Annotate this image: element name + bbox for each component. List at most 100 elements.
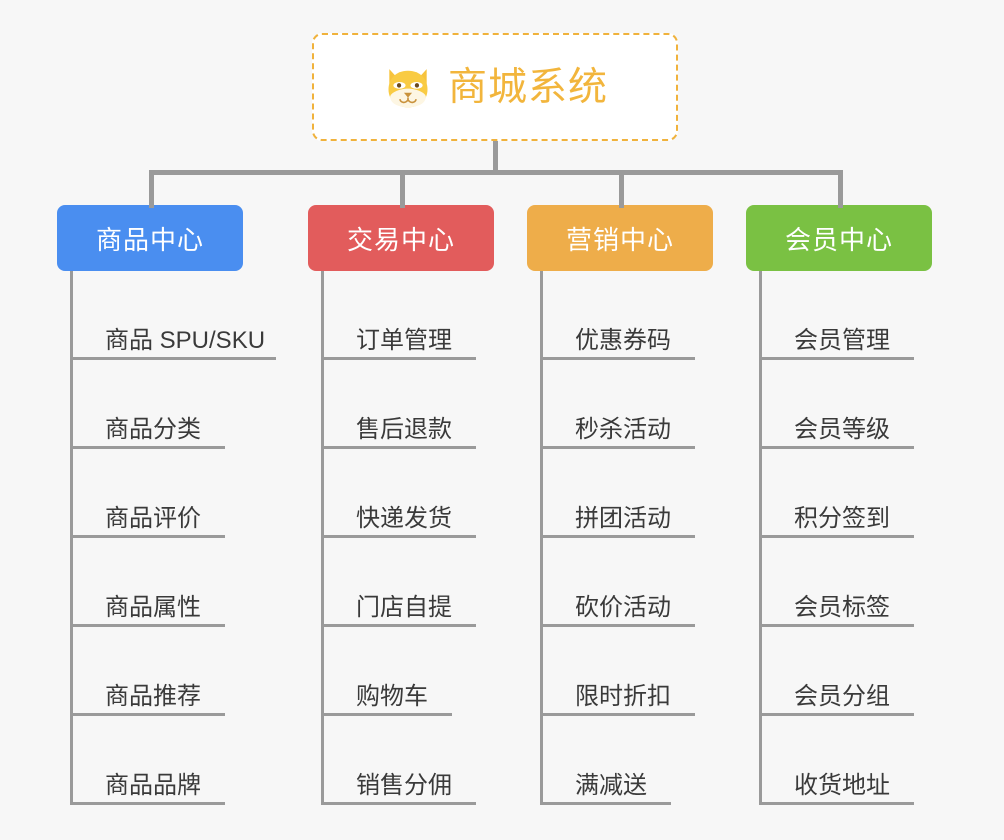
branch-column-2: 交易中心订单管理售后退款快递发货门店自提购物车销售分佣 xyxy=(308,205,494,805)
leaf-item-label: 商品 SPU/SKU xyxy=(105,327,266,355)
branch-drop-connector xyxy=(400,170,405,208)
leaf-item-label: 会员标签 xyxy=(794,594,890,622)
leaf-item-underline xyxy=(321,624,476,627)
leaf-item-label: 拼团活动 xyxy=(575,505,671,533)
leaf-item-underline xyxy=(540,624,695,627)
branch-drop-connector xyxy=(838,170,843,208)
leaf-item-label: 订单管理 xyxy=(356,327,452,355)
leaf-item-underline xyxy=(759,624,914,627)
leaf-item-underline xyxy=(759,535,914,538)
leaf-item-label: 积分签到 xyxy=(794,505,890,533)
leaf-item[interactable]: 会员分组 xyxy=(759,627,932,716)
leaf-spine-connector xyxy=(321,271,324,805)
leaf-item-underline xyxy=(321,535,476,538)
leaf-item-label: 销售分佣 xyxy=(356,772,452,800)
leaf-item-underline xyxy=(70,357,276,360)
leaf-item[interactable]: 优惠券码 xyxy=(540,271,713,360)
branch-column-3: 营销中心优惠券码秒杀活动拼团活动砍价活动限时折扣满减送 xyxy=(527,205,713,805)
leaf-item[interactable]: 满减送 xyxy=(540,716,713,805)
branch-column-4: 会员中心会员管理会员等级积分签到会员标签会员分组收货地址 xyxy=(746,205,932,805)
leaf-list: 订单管理售后退款快递发货门店自提购物车销售分佣 xyxy=(321,271,494,805)
leaf-item-underline xyxy=(321,802,476,805)
shiba-dog-face-icon xyxy=(388,69,428,108)
branch-header-3[interactable]: 营销中心 xyxy=(527,205,713,271)
branch-header-label: 营销中心 xyxy=(565,224,674,255)
branch-column-1: 商品中心商品 SPU/SKU 商品分类商品评价商品属性商品推荐商品品牌 xyxy=(57,205,276,805)
leaf-item-label: 会员管理 xyxy=(794,327,890,355)
leaf-item[interactable]: 商品 SPU/SKU xyxy=(70,271,276,360)
root-node[interactable]: 商城系统 xyxy=(312,33,678,141)
leaf-item[interactable]: 订单管理 xyxy=(321,271,494,360)
leaf-spine-connector xyxy=(70,271,73,805)
leaf-item-underline xyxy=(70,535,225,538)
leaf-item-label: 商品推荐 xyxy=(105,683,201,711)
leaf-item-label: 秒杀活动 xyxy=(575,416,671,444)
leaf-item-label: 售后退款 xyxy=(356,416,452,444)
leaf-item-underline xyxy=(759,713,914,716)
leaf-item[interactable]: 商品分类 xyxy=(70,360,243,449)
leaf-item[interactable]: 购物车 xyxy=(321,627,494,716)
leaf-item-label: 商品分类 xyxy=(105,416,201,444)
leaf-item[interactable]: 商品属性 xyxy=(70,538,243,627)
leaf-item[interactable]: 商品推荐 xyxy=(70,627,243,716)
branch-drop-connector xyxy=(149,170,154,208)
leaf-item[interactable]: 积分签到 xyxy=(759,449,932,538)
leaf-list: 商品 SPU/SKU 商品分类商品评价商品属性商品推荐商品品牌 xyxy=(70,271,276,805)
trunk-stem-connector xyxy=(493,141,498,173)
leaf-item[interactable]: 砍价活动 xyxy=(540,538,713,627)
leaf-item[interactable]: 门店自提 xyxy=(321,538,494,627)
leaf-item[interactable]: 拼团活动 xyxy=(540,449,713,538)
leaf-spine-connector xyxy=(540,271,543,805)
leaf-item[interactable]: 收货地址 xyxy=(759,716,932,805)
branch-header-2[interactable]: 交易中心 xyxy=(308,205,494,271)
leaf-item-underline xyxy=(321,713,452,716)
leaf-item-underline xyxy=(759,357,914,360)
leaf-item-label: 收货地址 xyxy=(794,772,890,800)
leaf-item-underline xyxy=(540,446,695,449)
leaf-item-label: 快递发货 xyxy=(356,505,452,533)
branch-header-4[interactable]: 会员中心 xyxy=(746,205,932,271)
leaf-item-label: 商品品牌 xyxy=(105,772,201,800)
leaf-item-underline xyxy=(70,446,225,449)
leaf-item-underline xyxy=(70,713,225,716)
leaf-item[interactable]: 快递发货 xyxy=(321,449,494,538)
leaf-item-label: 优惠券码 xyxy=(575,327,671,355)
branch-drop-connector xyxy=(619,170,624,208)
leaf-item[interactable]: 会员标签 xyxy=(759,538,932,627)
leaf-item[interactable]: 会员管理 xyxy=(759,271,932,360)
leaf-item[interactable]: 商品品牌 xyxy=(70,716,243,805)
leaf-spine-connector xyxy=(759,271,762,805)
leaf-item-label: 会员等级 xyxy=(794,416,890,444)
leaf-item-underline xyxy=(540,713,695,716)
branch-header-label: 商品中心 xyxy=(95,224,204,255)
leaf-item[interactable]: 秒杀活动 xyxy=(540,360,713,449)
leaf-item[interactable]: 商品评价 xyxy=(70,449,243,538)
leaf-item-underline xyxy=(70,802,225,805)
leaf-item-label: 购物车 xyxy=(356,683,428,711)
leaf-item-label: 满减送 xyxy=(575,772,647,800)
leaf-item[interactable]: 限时折扣 xyxy=(540,627,713,716)
leaf-item[interactable]: 售后退款 xyxy=(321,360,494,449)
leaf-item-underline xyxy=(70,624,225,627)
branch-header-1[interactable]: 商品中心 xyxy=(57,205,243,271)
leaf-list: 会员管理会员等级积分签到会员标签会员分组收货地址 xyxy=(759,271,932,805)
leaf-item-underline xyxy=(759,446,914,449)
leaf-item-label: 商品属性 xyxy=(105,594,201,622)
leaf-item-label: 会员分组 xyxy=(794,683,890,711)
leaf-item-underline xyxy=(540,535,695,538)
leaf-item-underline xyxy=(540,357,695,360)
leaf-item-label: 限时折扣 xyxy=(575,683,671,711)
leaf-item[interactable]: 会员等级 xyxy=(759,360,932,449)
leaf-item-underline xyxy=(321,446,476,449)
branch-header-label: 会员中心 xyxy=(784,224,893,255)
trunk-horizontal-connector xyxy=(150,170,839,175)
leaf-item-label: 商品评价 xyxy=(105,505,201,533)
leaf-item-underline xyxy=(321,357,476,360)
leaf-item-label: 砍价活动 xyxy=(575,594,671,622)
root-title: 商城系统 xyxy=(447,65,608,109)
branch-header-label: 交易中心 xyxy=(346,224,455,255)
leaf-item[interactable]: 销售分佣 xyxy=(321,716,494,805)
leaf-item-underline xyxy=(759,802,914,805)
leaf-item-underline xyxy=(540,802,671,805)
